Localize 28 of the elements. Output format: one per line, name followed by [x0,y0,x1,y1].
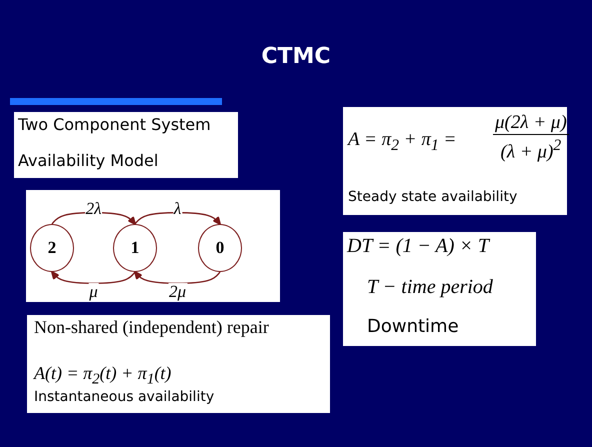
description-text: Instantaneous availability [34,389,214,405]
transition-arrow [52,212,136,226]
text-card [343,107,567,215]
description-text: Steady state availability [348,189,518,205]
transition-arrow [134,212,222,226]
transition-arrow [50,270,136,284]
edge-label: μ [88,283,99,300]
text-card [343,232,536,346]
state-circle: 0 [198,224,242,272]
heading: Availability Model [18,151,158,170]
slide-title: CTMC [260,44,332,69]
formula: A(t) = π$_{2}$(t) + π$_{1}$(t) [34,363,172,389]
edge-label: λ [172,200,182,217]
heading: Two Component System [18,115,211,134]
text-card [14,112,238,178]
state-circle: 2 [30,224,74,272]
fraction: μ(2λ + μ) (λ + μ)$^{2}$ [493,112,569,164]
legend-text: T − time period [367,276,493,299]
edge-label: 2μ [168,283,188,300]
text-card [27,315,330,413]
heading: Non-shared (independent) repair [34,317,269,338]
transition-arrow [134,270,220,284]
diagram-panel [26,190,280,302]
formula: DT = (1 − A) × T [347,235,489,258]
term: Downtime [367,316,459,337]
edge-label: 2λ [84,200,102,217]
state-circle: 1 [113,224,157,272]
formula: A = π$_{2}$ + π$_{1}$ = [348,129,456,155]
